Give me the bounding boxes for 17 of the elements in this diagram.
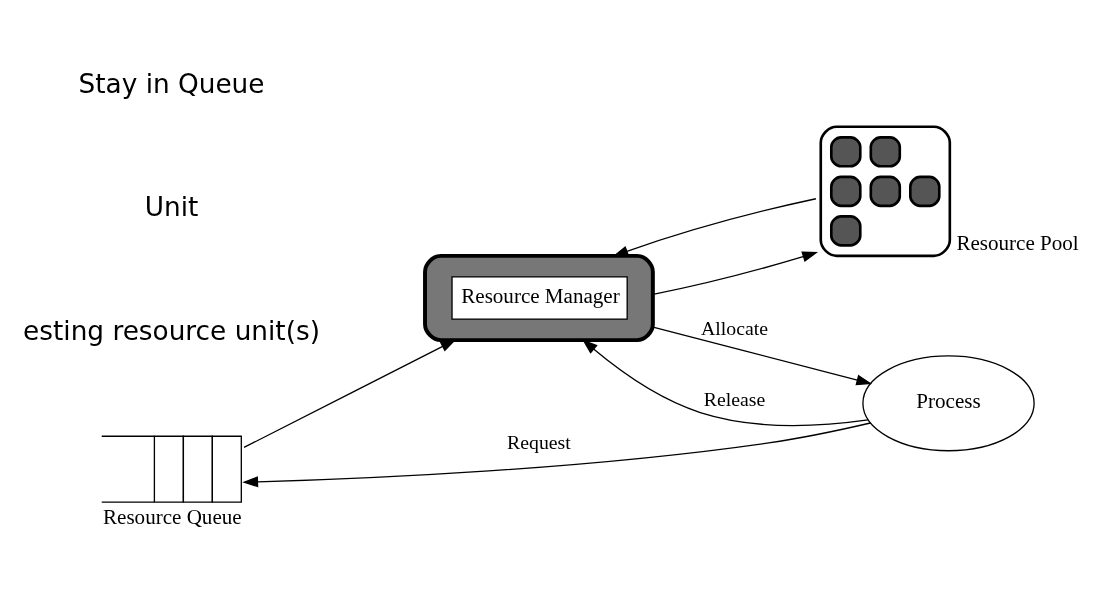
label: Unit	[144, 192, 199, 223]
arrow	[652, 251, 819, 296]
arrow	[242, 422, 871, 488]
edge-label: Release	[703, 387, 766, 410]
edge-label: Allocate	[701, 316, 768, 339]
label: esting resource unit(s)	[23, 316, 320, 347]
node-ellipse	[819, 125, 952, 258]
arrow	[612, 198, 817, 257]
arrow	[582, 339, 869, 427]
label: Stay in Queue	[78, 68, 265, 99]
arrow	[243, 339, 457, 449]
arrow	[652, 326, 873, 386]
node-label: Resource Queue	[103, 505, 242, 530]
edge-label: Request	[507, 431, 571, 454]
node-label: Resource Pool	[956, 231, 1079, 256]
node-ellipse: Process	[862, 355, 1035, 452]
node-box: Resource Manager	[423, 253, 655, 343]
